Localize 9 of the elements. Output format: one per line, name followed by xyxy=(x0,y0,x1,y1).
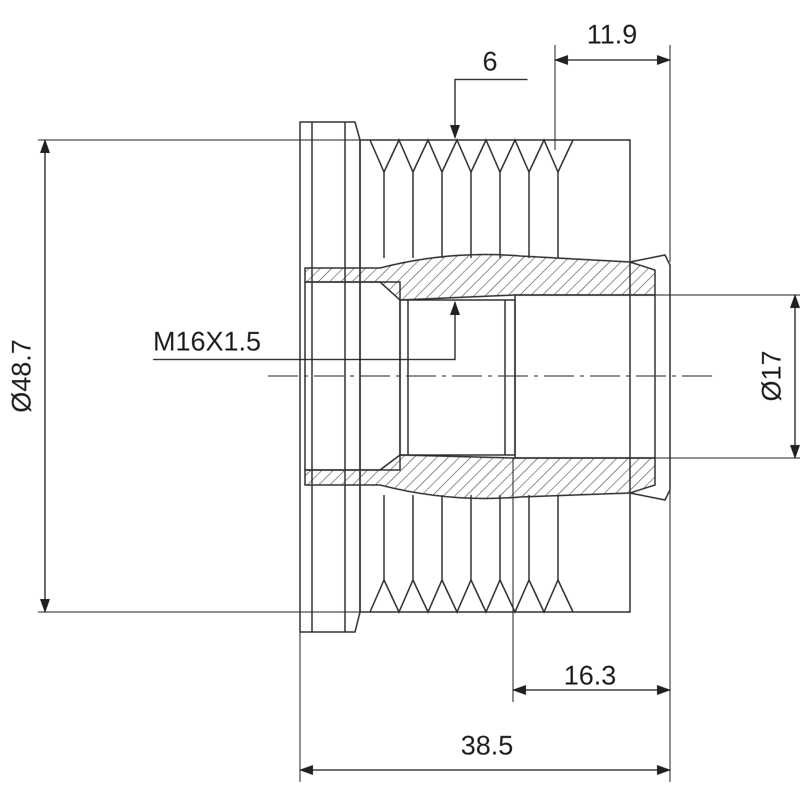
dimension-label: 11.9 xyxy=(586,22,638,48)
dimension-label: 16.3 xyxy=(564,662,616,690)
leader-line xyxy=(152,301,460,360)
pitch-label: 6 xyxy=(482,48,498,76)
dimension-label: 38.5 xyxy=(460,732,514,760)
leader-line xyxy=(450,78,528,139)
dimension-label: Ø17 xyxy=(758,350,786,402)
dimension-label: Ø48.7 xyxy=(8,339,36,413)
thread-label: M16X1.5 xyxy=(152,328,262,356)
